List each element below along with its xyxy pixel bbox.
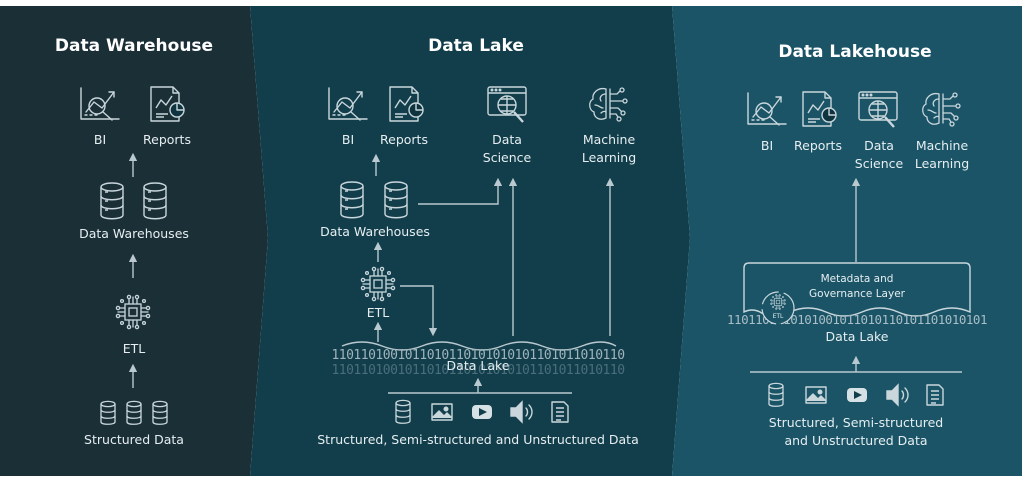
data-lake-label: Data Lake: [446, 358, 510, 373]
data-warehouses-label: Data Warehouses: [320, 224, 430, 239]
bi-label: BI: [760, 138, 774, 153]
bi-label: BI: [93, 132, 107, 147]
etl-label: ETL: [366, 305, 390, 320]
reports-label: Reports: [794, 138, 842, 153]
structured-data-label: Structured Data: [84, 432, 184, 447]
data-lake-label: Data Lake: [825, 329, 889, 344]
panel-data-lakehouse: [672, 6, 1022, 476]
lake-title: Data Lake: [428, 36, 524, 56]
reports-label: Reports: [380, 132, 428, 147]
data-science-label: Data Science: [482, 132, 532, 165]
metadata-layer-label: Metadata and Governance Layer: [809, 273, 905, 300]
video-icon: [847, 388, 867, 402]
panel-data-lake: [250, 6, 690, 476]
arrow-etl-to-lake: [400, 285, 438, 337]
lake-binary-stream: 1101101001011010110101010101101011010110: [331, 348, 624, 363]
data-science-label: Data Science: [854, 138, 904, 171]
panel-data-warehouse: [0, 6, 268, 476]
warehouse-title: Data Warehouse: [54, 36, 214, 56]
reports-label: Reports: [143, 132, 191, 147]
data-warehouses-label: Data Warehouses: [79, 226, 189, 241]
video-icon: [472, 405, 492, 419]
lakehouse-title: Data Lakehouse: [778, 42, 932, 62]
machine-learning-label: Machine Learning: [581, 132, 637, 165]
etl-badge-label: ETL: [773, 313, 784, 320]
sources-label: Structured, Semi-structured and Unstruct…: [317, 432, 639, 447]
etl-label: ETL: [122, 341, 146, 356]
arrow-warehouses-to-data-science: [418, 177, 503, 205]
lake-binary-stream-faded: 1101101001011010110101010101101011010110: [331, 363, 624, 378]
machine-learning-label: Machine Learning: [914, 138, 970, 171]
lake-wave-line: [341, 341, 617, 351]
sources-label: Structured, Semi-structured and Unstruct…: [768, 415, 944, 448]
bi-label: BI: [341, 132, 355, 147]
